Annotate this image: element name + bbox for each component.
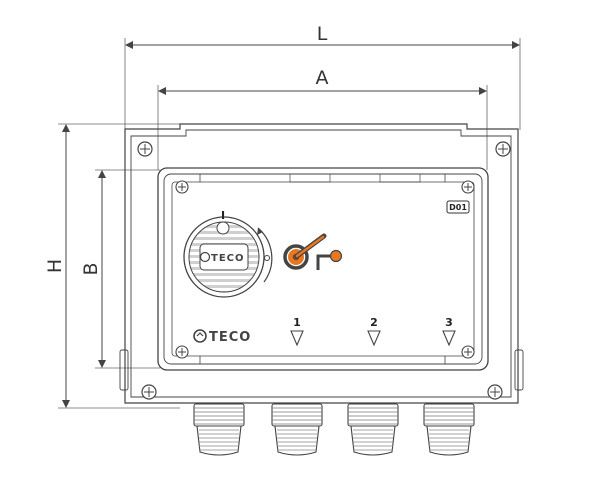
- lid-screw-icon: [461, 180, 475, 194]
- output-indicator: 3: [442, 316, 456, 347]
- cable-gland: [347, 403, 399, 456]
- model-badge: D01: [446, 200, 470, 214]
- corner-screw-icon: [487, 384, 503, 400]
- lid: [157, 167, 489, 371]
- corner-screw-icon: [495, 141, 511, 157]
- brand-logo: TECO: [193, 329, 251, 345]
- output-label: 1: [293, 316, 301, 329]
- lid-screw-icon: [175, 345, 189, 359]
- arrow-icon: [257, 228, 263, 235]
- triangle-down-icon: [290, 330, 304, 347]
- corner-screw-icon: [137, 141, 153, 157]
- dimension-a: A: [157, 67, 488, 170]
- dimension-h: H: [44, 123, 180, 409]
- knob-rotation-arrow: [257, 227, 273, 283]
- output-indicator: 1: [290, 316, 304, 347]
- dimension-b-label: B: [80, 262, 102, 275]
- cable-gland: [423, 403, 475, 456]
- dimension-h-label: H: [44, 259, 66, 273]
- corner-screw-icon: [141, 384, 157, 400]
- cable-glands: [193, 403, 475, 456]
- output-label: 2: [370, 316, 378, 329]
- dimension-l-label: L: [317, 23, 328, 45]
- dimension-b: B: [80, 169, 160, 369]
- output-indicator: 2: [367, 316, 381, 347]
- lid-screw-icon: [175, 180, 189, 194]
- thermostat-indicator: [283, 233, 343, 270]
- lid-screw-icon: [461, 345, 475, 359]
- cable-gland: [193, 403, 245, 456]
- knob-mark: I: [221, 209, 225, 222]
- model-badge-text: D01: [449, 203, 467, 212]
- rotary-knob[interactable]: I TECO: [183, 209, 273, 298]
- knob-brand-text: TECO: [211, 253, 245, 264]
- brand-logo-text: TECO: [209, 330, 251, 345]
- indicator-dot: [264, 255, 270, 261]
- brand-icon: [199, 251, 211, 263]
- enclosure-body: [119, 123, 524, 404]
- cable-gland: [271, 403, 323, 456]
- triangle-down-icon: [367, 330, 381, 347]
- dimension-l: L: [124, 23, 521, 130]
- output-label: 3: [445, 316, 453, 329]
- dimension-a-label: A: [316, 67, 329, 89]
- triangle-down-icon: [442, 330, 456, 347]
